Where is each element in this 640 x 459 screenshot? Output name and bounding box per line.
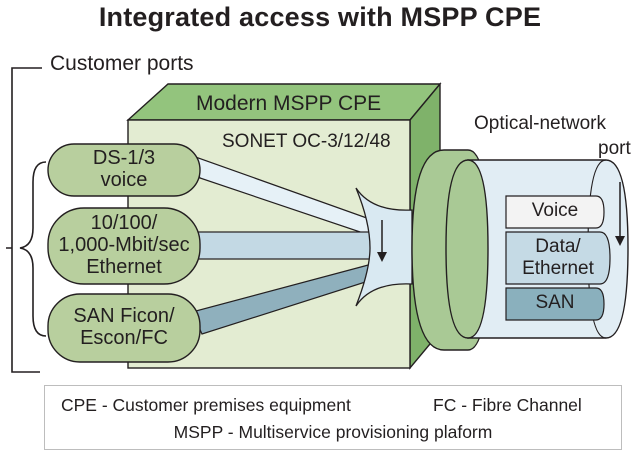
port-pill-san xyxy=(47,293,201,363)
connector-arrowhead xyxy=(377,252,387,262)
port-label-ethernet: 10/100/ 1,000-Mbit/sec Ethernet xyxy=(48,212,200,278)
legend-cpe: CPE - Customer premises equipment xyxy=(61,395,351,415)
sonet-connector xyxy=(355,187,413,307)
cylinder-front-face xyxy=(445,159,489,339)
port-voice-line2: voice xyxy=(100,169,148,191)
port-voice-line1: DS-1/3 xyxy=(92,147,156,169)
channel-san-label: SAN xyxy=(535,292,575,313)
channel-data-label-line2: Ethernet xyxy=(522,258,594,279)
optical-port-label-line1: Optical-network xyxy=(474,113,606,134)
legend-box: CPE - Customer premises equipment FC - F… xyxy=(44,385,622,450)
port-ethernet-line2: 1,000-Mbit/sec xyxy=(58,234,190,256)
cpe-box-label: Modern MSPP CPE xyxy=(196,92,382,115)
port-pill-ethernet xyxy=(47,207,201,285)
optical-port-arrowhead xyxy=(615,236,625,246)
diagram-title: Integrated access with MSPP CPE xyxy=(98,2,542,32)
optical-port-label-line2: port xyxy=(598,138,631,159)
channel-san xyxy=(505,287,605,321)
customer-ports-bracket xyxy=(6,67,42,373)
port-label-san: SAN Ficon/ Escon/FC xyxy=(48,305,200,349)
port-label-voice: DS-1/3 voice xyxy=(48,147,200,191)
channel-voice xyxy=(505,195,605,229)
sonet-label: SONET OC-3/12/48 xyxy=(222,131,391,152)
channel-data xyxy=(505,231,611,285)
channel-data-label-line1: Data/ xyxy=(535,236,581,257)
port-ethernet-line1: 10/100/ xyxy=(90,212,158,234)
pipe-data xyxy=(195,231,373,260)
ports-brace xyxy=(19,161,47,337)
port-san-line2: Escon/FC xyxy=(80,327,168,349)
port-ethernet-line3: Ethernet xyxy=(86,256,162,278)
customer-ports-label: Customer ports xyxy=(50,52,194,75)
port-san-line1: SAN Ficon/ xyxy=(73,305,175,327)
legend-fc: FC - Fibre Channel xyxy=(433,395,582,415)
port-pill-voice xyxy=(47,143,201,197)
legend-mspp: MSPP - Multiservice provisioning plaform xyxy=(173,422,493,442)
channel-voice-label: Voice xyxy=(531,200,579,221)
